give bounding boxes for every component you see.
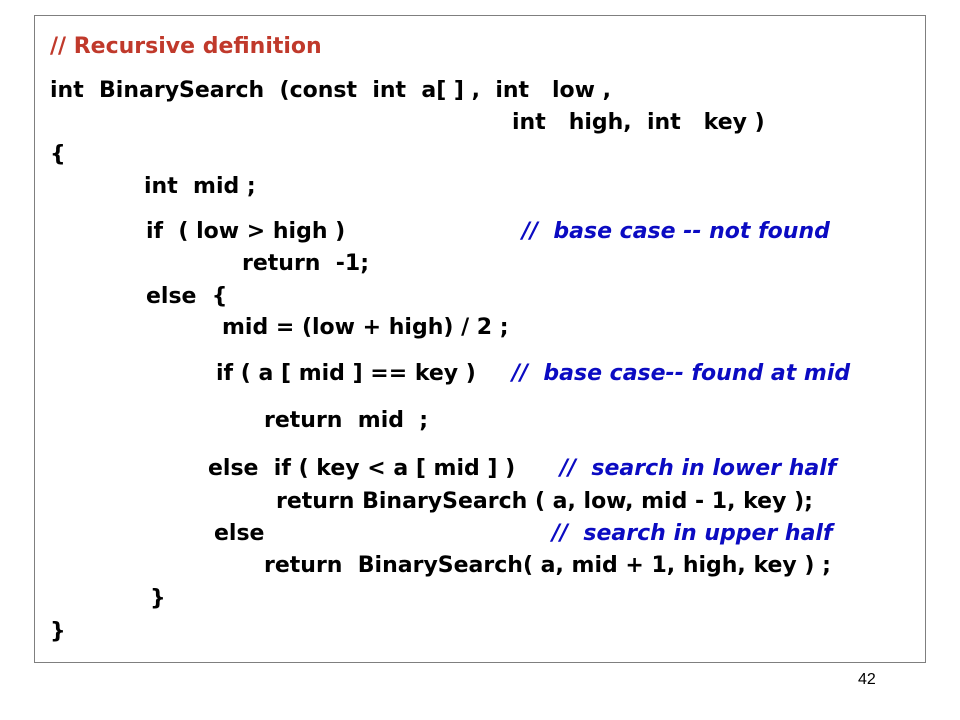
code-line-signature-2: int high, int key ) bbox=[512, 110, 765, 135]
code-line-open-brace: { bbox=[50, 142, 66, 167]
code-line-else-open: else { bbox=[146, 284, 228, 309]
code-line-return-neg1: return -1; bbox=[242, 251, 370, 276]
code-line-return-upper: return BinarySearch( a, mid + 1, high, k… bbox=[264, 553, 831, 578]
code-line-if-low-high: if ( low > high ) bbox=[146, 219, 346, 244]
code-line-decl-mid: int mid ; bbox=[144, 174, 256, 199]
comment-upper-half: // search in upper half bbox=[552, 521, 833, 546]
code-line-return-mid: return mid ; bbox=[264, 408, 429, 433]
code-line-else-upper: else bbox=[214, 521, 265, 546]
code-line-signature-1: int BinarySearch (const int a[ ] , int l… bbox=[50, 78, 612, 103]
comment-lower-half: // search in lower half bbox=[560, 456, 837, 481]
comment-not-found: // base case -- not found bbox=[522, 219, 830, 244]
page-number: 42 bbox=[858, 671, 876, 688]
code-heading-comment: // Recursive definition bbox=[50, 34, 322, 59]
code-line-mid-assign: mid = (low + high) / 2 ; bbox=[222, 315, 509, 340]
code-line-else-if-lower: else if ( key < a [ mid ] ) bbox=[208, 456, 516, 481]
code-frame bbox=[34, 15, 926, 663]
code-line-if-found: if ( a [ mid ] == key ) bbox=[216, 361, 476, 386]
code-line-return-lower: return BinarySearch ( a, low, mid - 1, k… bbox=[276, 489, 813, 514]
code-line-close-inner: } bbox=[150, 586, 166, 611]
code-line-close-outer: } bbox=[50, 619, 66, 644]
comment-found-at-mid: // base case-- found at mid bbox=[512, 361, 851, 386]
